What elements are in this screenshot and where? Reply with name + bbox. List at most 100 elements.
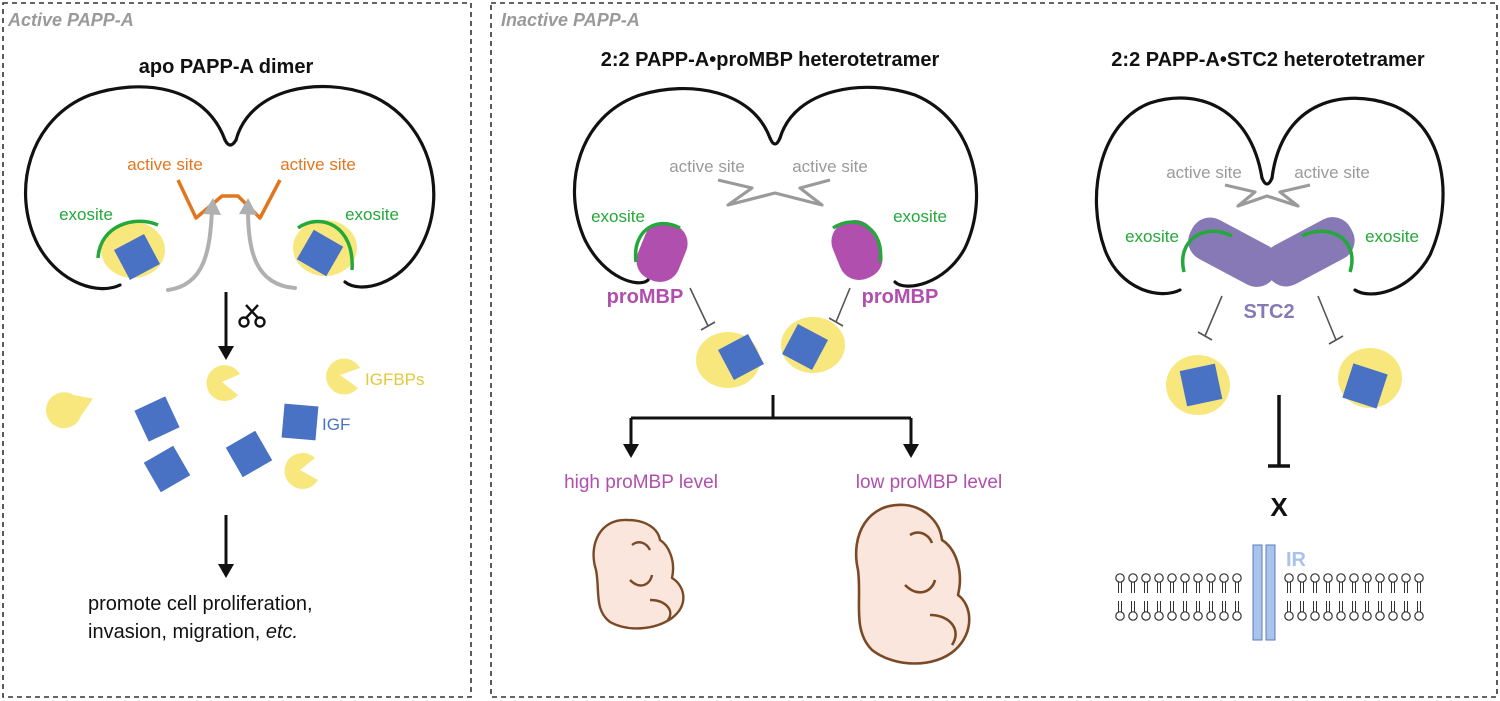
insulin-receptor — [1265, 544, 1276, 641]
lipid-tail — [1352, 582, 1356, 593]
active-site-label: active site — [1166, 163, 1242, 182]
lipid-tail — [1300, 601, 1304, 612]
active-site-label: active site — [792, 157, 868, 176]
low-prombp-label: low proMBP level — [856, 472, 1002, 493]
lipid-head — [1115, 611, 1125, 621]
inhibition-lines — [689, 287, 851, 331]
lipid-tail — [1222, 601, 1226, 612]
prombp-shape — [831, 219, 883, 281]
lipid-tail — [1118, 601, 1122, 612]
branch-arrows — [629, 395, 913, 448]
stc2-complex-outline — [1094, 96, 1445, 296]
igf-square — [134, 396, 180, 442]
igf-square — [718, 334, 764, 380]
igf-square — [1342, 363, 1388, 409]
stc2-shape — [1188, 217, 1279, 287]
lipid-tail — [1196, 601, 1200, 612]
prombp-complex-outline — [572, 85, 979, 288]
small-fetus-icon — [592, 518, 685, 630]
lipid-tail — [1391, 582, 1395, 593]
stc2-shape — [1264, 217, 1355, 287]
lipid-head — [1375, 573, 1385, 583]
lipid-head — [1193, 611, 1203, 621]
prombp-shape — [636, 221, 688, 283]
lipid-head — [1362, 611, 1372, 621]
lipid-tail — [1391, 601, 1395, 612]
active-site-label: active site — [1294, 163, 1370, 182]
lipid-tail — [1326, 582, 1330, 593]
exosite-label: exosite — [345, 205, 399, 224]
lipid-head — [1388, 573, 1398, 583]
prombp-complex-header: 2:2 PAPP-A•proMBP heterotetramer — [601, 49, 940, 71]
lipid-tail — [1339, 582, 1343, 593]
lipid-tail — [1183, 582, 1187, 593]
igf-square — [1179, 363, 1223, 407]
lipid-tail — [1131, 582, 1135, 593]
arrowhead — [623, 444, 639, 458]
large-fetus-icon — [854, 503, 971, 665]
lipid-head — [1323, 573, 1333, 583]
lipid-tail — [1313, 582, 1317, 593]
inactive-panel-title: Inactive PAPP-A — [501, 10, 640, 30]
exosite-arc — [1301, 229, 1354, 273]
lipid-tail — [1144, 582, 1148, 593]
apo-dimer-outline — [24, 84, 436, 291]
exosite-label: exosite — [1125, 227, 1179, 246]
lipid-tail — [1157, 601, 1161, 612]
lipid-tail — [1144, 601, 1148, 612]
lipid-tail — [1235, 582, 1239, 593]
lipid-head — [1128, 611, 1138, 621]
active-site-shape — [176, 179, 282, 220]
lipid-head — [1323, 611, 1333, 621]
lipid-head — [1401, 611, 1411, 621]
lipid-tail — [1287, 582, 1291, 593]
insulin-receptor — [1252, 544, 1263, 641]
lipid-tail — [1365, 582, 1369, 593]
lipid-tail — [1209, 582, 1213, 593]
outcome-text: invasion, migration, etc. — [88, 621, 298, 643]
igfbps-label: IGFBPs — [365, 370, 425, 389]
lipid-head — [1115, 573, 1125, 583]
lipid-tail — [1417, 582, 1421, 593]
lipid-tail — [1235, 601, 1239, 612]
active-site-label: active site — [127, 155, 203, 174]
inactive-active-site — [1224, 183, 1311, 208]
inhibition-lines — [1197, 295, 1344, 345]
exosite-arc-right — [296, 219, 354, 271]
lipid-head — [1414, 573, 1424, 583]
exosite-arc-left — [96, 219, 159, 259]
lipid-head — [1310, 573, 1320, 583]
arrowhead — [203, 198, 221, 215]
exosite-arc — [832, 220, 883, 263]
active-site-label: active site — [669, 157, 745, 176]
lipid-head — [1284, 611, 1294, 621]
inactive-panel-frame — [490, 2, 1498, 698]
lipid-head — [1154, 573, 1164, 583]
arrowhead — [218, 346, 234, 360]
lipid-head — [1297, 611, 1307, 621]
lipid-head — [1375, 611, 1385, 621]
inactive-active-site — [717, 178, 831, 207]
lipid-head — [1154, 611, 1164, 621]
stc2-complex-header: 2:2 PAPP-A•STC2 heterotetramer — [1111, 49, 1425, 71]
lipid-head — [1336, 611, 1346, 621]
lipid-head — [1336, 573, 1346, 583]
lipid-head — [1167, 611, 1177, 621]
lipid-tail — [1287, 601, 1291, 612]
igf-square — [225, 430, 273, 478]
active-site-label: active site — [280, 155, 356, 174]
lipid-head — [1349, 611, 1359, 621]
lipid-tail — [1157, 582, 1161, 593]
lipid-tail — [1313, 601, 1317, 612]
lipid-tail — [1352, 601, 1356, 612]
outcome-text: promote cell proliferation, — [88, 593, 313, 615]
lipid-tail — [1183, 601, 1187, 612]
lipid-tail — [1170, 601, 1174, 612]
lipid-tail — [1339, 601, 1343, 612]
lipid-head — [1232, 573, 1242, 583]
exosite-label: exosite — [591, 207, 645, 226]
ir-label: IR — [1286, 549, 1307, 571]
high-prombp-label: high proMBP level — [564, 472, 718, 493]
lipid-head — [1206, 611, 1216, 621]
lipid-head — [1180, 611, 1190, 621]
